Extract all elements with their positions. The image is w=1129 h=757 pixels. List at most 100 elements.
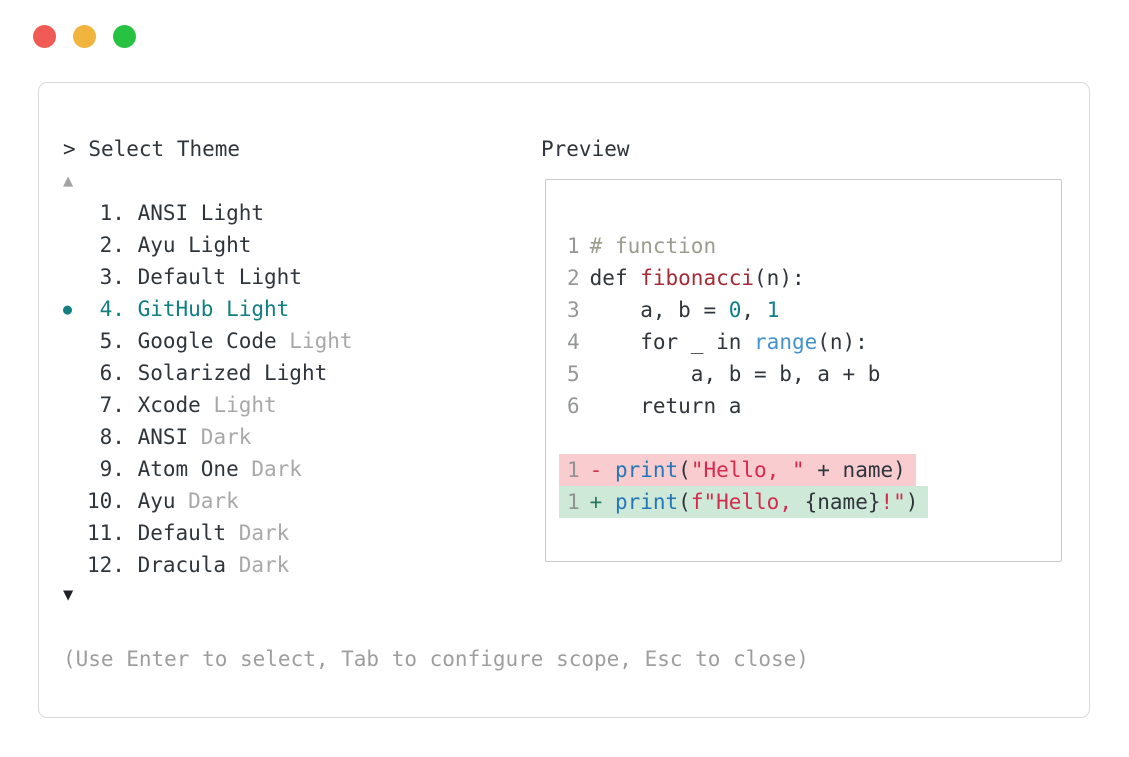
theme-option-8[interactable]: 8. ANSI Dark [39, 421, 509, 453]
theme-option-9[interactable]: 9. Atom One Dark [39, 453, 509, 485]
code-line: 4 for _ in range(n): [567, 326, 928, 358]
prompt-title-text: Select Theme [88, 137, 241, 161]
line-number: 4 [567, 330, 580, 354]
code-token: ( [678, 490, 691, 514]
scroll-up-icon[interactable]: ▲ [63, 171, 74, 191]
theme-option-4[interactable]: ● 4. GitHub Light [39, 293, 509, 325]
line-number: 2 [567, 266, 580, 290]
code-token: ( [678, 458, 691, 482]
code-token: range [754, 330, 818, 354]
theme-name: Default [137, 521, 239, 545]
theme-number: 5. [87, 329, 138, 353]
close-button-icon[interactable] [33, 25, 56, 48]
theme-number: 11. [87, 521, 138, 545]
theme-variant: Light [213, 393, 277, 417]
theme-number: 12. [87, 553, 138, 577]
theme-name: GitHub [137, 297, 227, 321]
theme-option-5[interactable]: 5. Google Code Light [39, 325, 509, 357]
theme-name: Ayu [137, 489, 189, 513]
line-number: 3 [567, 298, 580, 322]
code-token: def [589, 266, 641, 290]
theme-name: Ayu [137, 233, 189, 257]
theme-number: 7. [87, 393, 138, 417]
line-number: 1 [567, 234, 580, 258]
theme-option-7[interactable]: 7. Xcode Light [39, 389, 509, 421]
code-token: - [589, 458, 615, 482]
code-token: + name [804, 458, 894, 482]
theme-number: 2. [87, 233, 138, 257]
code-token: + [589, 490, 615, 514]
blank-line [567, 422, 928, 454]
zoom-button-icon[interactable] [113, 25, 136, 48]
code-line: 2 def fibonacci(n): [567, 262, 928, 294]
diff-highlight-removed: 1- print("Hello, " + name) [559, 454, 916, 486]
theme-option-3[interactable]: 3. Default Light [39, 261, 509, 293]
code-token: 1 [766, 298, 780, 322]
line-number: 6 [567, 394, 580, 418]
code-token: # function [589, 234, 717, 258]
theme-number: 10. [87, 489, 138, 513]
code-token: f"Hello, [690, 490, 805, 514]
code-token: (n): [817, 330, 868, 354]
code-token: , [741, 298, 767, 322]
code-token: !" [880, 490, 906, 514]
theme-name: Dracula [137, 553, 239, 577]
selected-bullet-icon: ● [63, 300, 73, 318]
preview-heading: Preview [541, 137, 630, 161]
theme-picker-panel: > Select Theme ▲ 1. ANSI Light 2. Ayu Li… [38, 82, 1090, 718]
code-token: ) [893, 458, 906, 482]
code-token: {name} [804, 490, 881, 514]
prompt-chevron-icon: > [63, 137, 76, 161]
theme-number: 9. [87, 457, 138, 481]
code-line: 6 return a [567, 390, 928, 422]
theme-option-1[interactable]: 1. ANSI Light [39, 197, 509, 229]
minimize-button-icon[interactable] [73, 25, 96, 48]
window-controls [33, 25, 136, 48]
theme-option-11[interactable]: 11. Default Dark [39, 517, 509, 549]
theme-variant: Dark [238, 521, 290, 545]
theme-variant: Light [200, 201, 265, 225]
theme-name: Atom One [137, 457, 252, 481]
code-token: return a [589, 394, 742, 418]
code-line: 1 # function [567, 230, 928, 262]
code-token: fibonacci [640, 266, 755, 290]
diff-highlight-added: 1+ print(f"Hello, {name}!") [559, 486, 929, 518]
theme-list: 1. ANSI Light 2. Ayu Light 3. Default Li… [39, 197, 509, 581]
theme-option-12[interactable]: 12. Dracula Dark [39, 549, 509, 581]
theme-name: Google Code [137, 329, 290, 353]
theme-name: Default [137, 265, 239, 289]
code-token: print [614, 490, 679, 514]
theme-name: Xcode [137, 393, 214, 417]
theme-variant: Dark [200, 425, 252, 449]
scroll-down-icon[interactable]: ▼ [63, 585, 74, 605]
theme-variant: Light [188, 233, 252, 257]
theme-variant: Dark [238, 553, 290, 577]
code-token: (n): [754, 266, 805, 290]
keyboard-hint: (Use Enter to select, Tab to configure s… [63, 647, 809, 671]
theme-variant: Light [264, 361, 328, 385]
prompt-title: > Select Theme [63, 133, 240, 165]
theme-option-6[interactable]: 6. Solarized Light [39, 357, 509, 389]
theme-number: 1. [87, 201, 138, 225]
code-token: for _ in [589, 330, 755, 354]
line-number: 1 [567, 458, 580, 482]
diff-line-added: 1+ print(f"Hello, {name}!") [559, 486, 929, 518]
line-number: 5 [567, 362, 580, 386]
theme-variant: Light [226, 297, 290, 321]
code-token: "Hello, " [690, 458, 805, 482]
code-token: ) [905, 490, 919, 514]
theme-option-10[interactable]: 10. Ayu Dark [39, 485, 509, 517]
code-token: a, b = b, a + b [589, 362, 881, 386]
theme-number: 6. [87, 361, 138, 385]
theme-variant: Dark [188, 489, 239, 513]
diff-line-removed: 1- print("Hello, " + name) [559, 454, 928, 486]
theme-number: 8. [87, 425, 138, 449]
theme-variant: Light [238, 265, 302, 289]
theme-option-2[interactable]: 2. Ayu Light [39, 229, 509, 261]
code-line: 3 a, b = 0, 1 [567, 294, 928, 326]
theme-name: Solarized [137, 361, 265, 385]
code-token: 0 [728, 298, 742, 322]
